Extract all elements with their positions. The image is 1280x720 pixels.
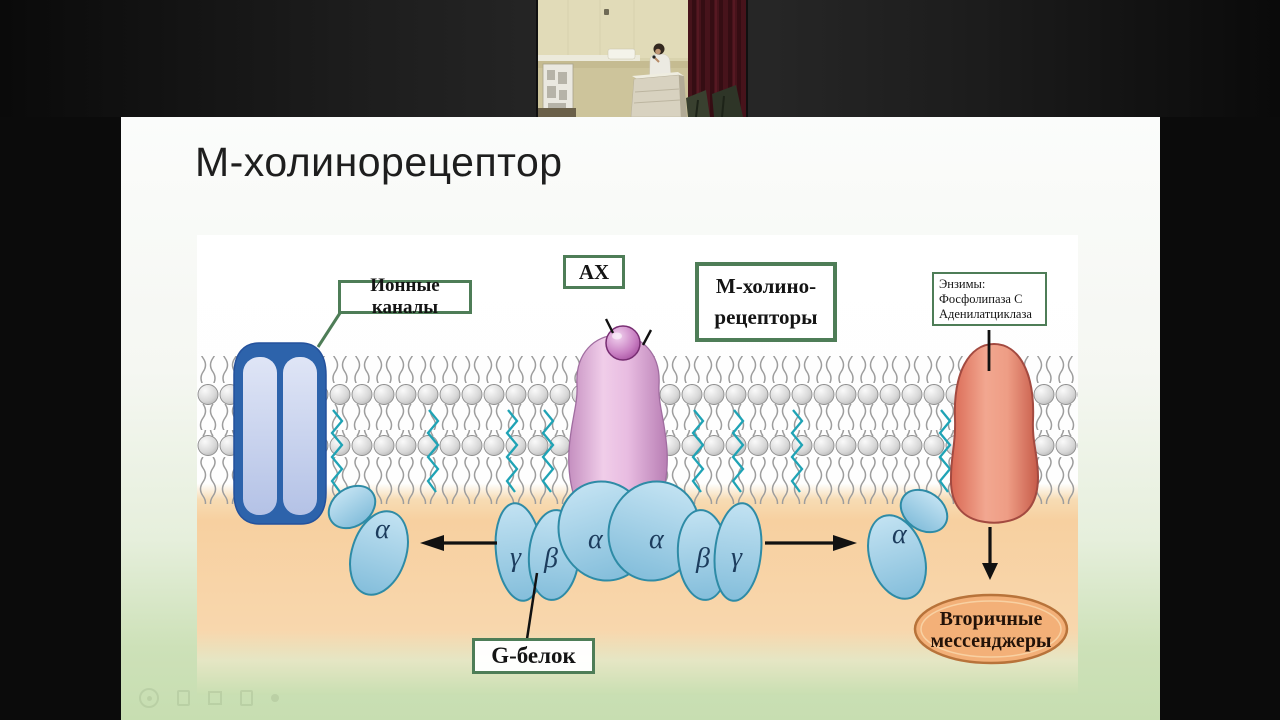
dissociation-arrow-right	[765, 535, 857, 551]
subunit-labels: γ β α α β γ α α	[375, 514, 908, 574]
m-receptors-callout: М-холино- рецепторы	[695, 262, 837, 342]
presentation-slide: М-холинорецептор	[121, 117, 1160, 720]
svg-text:γ: γ	[731, 542, 743, 573]
svg-text:α: α	[649, 524, 665, 555]
svg-text:γ: γ	[510, 542, 522, 573]
wall-seams	[567, 0, 635, 57]
ledge-box	[607, 48, 636, 60]
alpha-subunit-detached-left	[349, 510, 409, 596]
ion-channel-callout-line	[316, 312, 342, 348]
svg-text:α: α	[892, 519, 908, 550]
slide-title: М-холинорецептор	[195, 139, 563, 185]
webcam-tile[interactable]	[536, 0, 748, 117]
ledge	[538, 55, 640, 61]
lecture-hall-scene	[538, 0, 746, 117]
wall-outlet	[604, 9, 609, 15]
g-protein-callout-line	[525, 572, 539, 640]
pause-icon	[240, 690, 253, 706]
stop-icon	[208, 691, 222, 705]
svg-text:мессенджеры: мессенджеры	[930, 630, 1051, 652]
alpha-subunit-detached-right	[867, 514, 927, 600]
svg-text:β: β	[695, 543, 710, 574]
svg-text:Вторичные: Вторичные	[940, 608, 1043, 630]
ach-ligand	[604, 318, 653, 361]
g-protein-callout: G-белок	[472, 638, 595, 674]
enzyme-protein	[949, 342, 1040, 524]
second-messengers-oval: Вторичные мессенджеры	[913, 593, 1069, 665]
svg-text:α: α	[588, 524, 604, 555]
watermark-icons	[139, 683, 359, 713]
ion-channels-callout: Ионные каналы	[338, 275, 472, 318]
podium	[630, 72, 687, 117]
enzymes-callout: Энзимы: Фосфолипаза С Аденилатциклаза	[932, 272, 1047, 326]
ion-channel	[233, 342, 327, 525]
g-protein-complex	[327, 480, 949, 602]
enzyme-output-arrow	[982, 527, 998, 580]
microphone	[652, 55, 656, 59]
dissociation-arrow-left	[420, 535, 497, 551]
poster	[542, 63, 574, 115]
music-stands	[686, 85, 743, 117]
record-icon	[139, 688, 159, 708]
dot-icon	[271, 694, 279, 702]
svg-text:α: α	[375, 514, 391, 545]
alpha-subunit-detached-right	[899, 488, 949, 534]
alpha-subunit-detached-left	[327, 484, 377, 530]
svg-text:β: β	[543, 543, 558, 574]
gamma-subunit-right	[713, 502, 763, 602]
ach-callout: АХ	[563, 255, 625, 289]
pause-icon	[177, 690, 190, 706]
